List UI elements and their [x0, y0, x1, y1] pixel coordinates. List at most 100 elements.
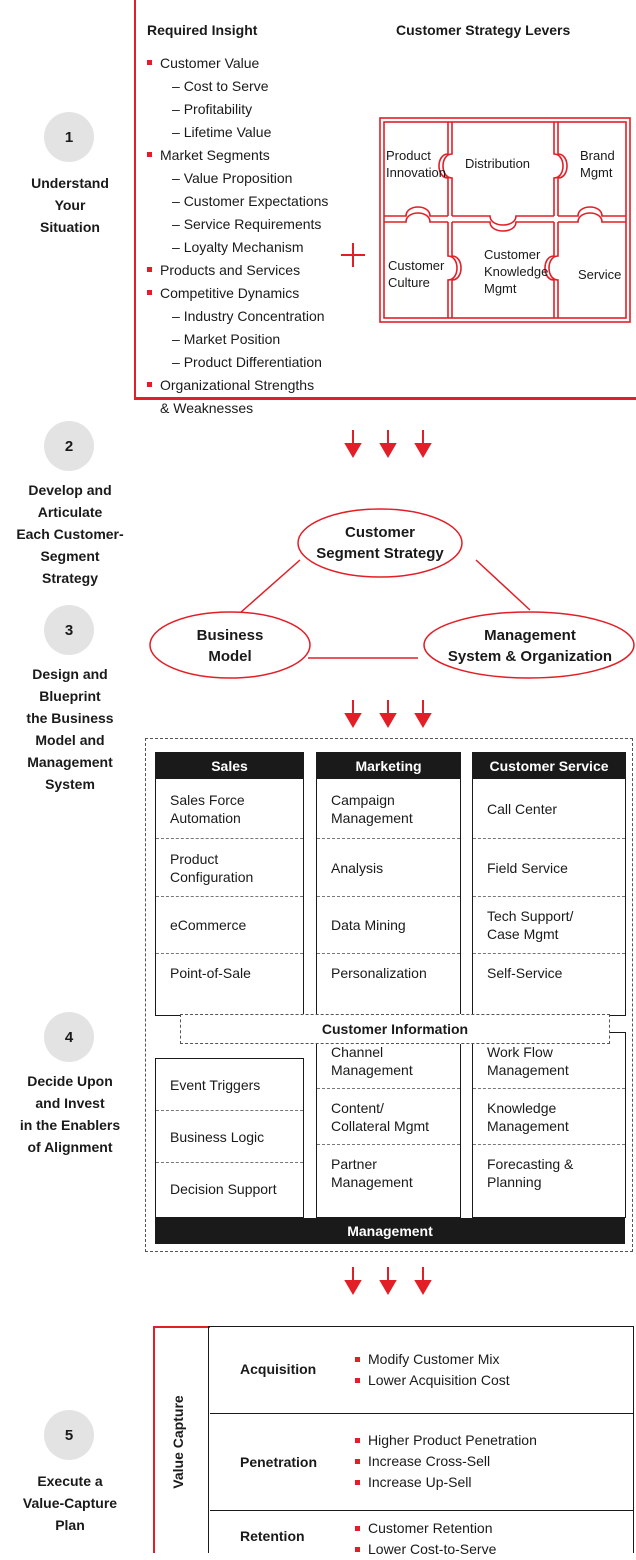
- down-arrow-head: [379, 713, 397, 728]
- puzzle-divider: [452, 221, 554, 232]
- lever-product-innovation: Product Innovation: [386, 147, 446, 181]
- arrows-group-3: [344, 1267, 432, 1295]
- vc-row-name: Penetration: [240, 1454, 318, 1470]
- step-3-label: Design and Blueprint the Business Model …: [0, 663, 140, 795]
- business-model-label: Business Model: [165, 625, 295, 667]
- oval-text: Business: [196, 627, 264, 644]
- vc-row-retention: Retention Customer Retention Lower Cost-…: [210, 1510, 634, 1557]
- connector-line: [475, 559, 531, 611]
- management-system-oval: [423, 611, 635, 679]
- step-1-label-line: Understand: [31, 175, 109, 191]
- levers-puzzle: [379, 117, 631, 323]
- cell-text: Management: [331, 1061, 413, 1078]
- insight-subitem: Profitability: [146, 98, 376, 121]
- puzzle-divider: [548, 222, 559, 318]
- vc-item: Customer Retention: [354, 1518, 496, 1539]
- business-model-oval: [149, 611, 311, 679]
- cell-text: Tech Support/: [487, 908, 574, 924]
- step-4-circle: 4: [44, 1012, 94, 1062]
- step-1-label-line: Your: [54, 197, 86, 213]
- lever-service: Service: [578, 266, 621, 283]
- step-3-label-line: Model and: [35, 732, 105, 748]
- insight-subitem: Lifetime Value: [146, 121, 376, 144]
- step-2-label-line: Strategy: [41, 570, 99, 586]
- puzzle-divider: [558, 206, 626, 217]
- insight-item: Customer Value: [146, 52, 376, 75]
- cell-text: Management: [487, 1117, 569, 1134]
- cell-text: Analysis: [331, 859, 384, 876]
- insight-subitem: Customer Expectations: [146, 190, 376, 213]
- strategy-levers-heading: Customer Strategy Levers: [396, 22, 571, 38]
- value-capture-frame-left: [153, 1326, 155, 1553]
- step-3-label-line: the Business: [26, 710, 114, 726]
- oval-text: Model: [208, 648, 252, 665]
- cell-text: Campaign: [331, 791, 395, 808]
- vc-item: Lower Acquisition Cost: [354, 1370, 510, 1391]
- cell-text: Automation: [170, 809, 241, 826]
- puzzle-divider: [544, 222, 555, 318]
- step-1-circle: 1: [44, 112, 94, 162]
- strategy-triangle: [149, 508, 635, 679]
- marketing-header: Marketing: [317, 753, 460, 779]
- step-4-label-line: in the Enablers: [19, 1117, 121, 1133]
- step-2-label-line: Each Customer-: [16, 526, 124, 542]
- value-capture-frame-top: [153, 1326, 210, 1328]
- cell-text: Knowledge: [487, 1099, 557, 1116]
- lever-text: Culture: [388, 275, 430, 290]
- vc-item: Increase Up-Sell: [354, 1472, 537, 1493]
- sales-lower-column: Event Triggers Business Logic Decision S…: [155, 1058, 304, 1218]
- step-3-label-line: System: [45, 776, 95, 792]
- lever-text: Brand: [580, 148, 615, 163]
- puzzle-divider: [384, 206, 448, 217]
- customer-service-cell: Forecasting &Planning: [473, 1145, 625, 1201]
- sales-header: Sales: [156, 753, 303, 779]
- cell-text: Channel: [331, 1043, 384, 1060]
- cell-text: Sales Force: [170, 791, 245, 808]
- step-3-label-line: Blueprint: [39, 688, 101, 704]
- cell-text: Forecasting &: [487, 1156, 574, 1172]
- vc-item: Modify Customer Mix: [354, 1349, 510, 1370]
- customer-service-cell: Self-Service: [473, 954, 625, 992]
- lever-customer-knowledge: Customer Knowledge Mgmt: [484, 246, 548, 297]
- step-4-label-line: and Invest: [35, 1095, 105, 1111]
- lever-text: Distribution: [465, 156, 531, 171]
- step-2-label-line: Develop and: [28, 482, 112, 498]
- cell-text: eCommerce: [170, 917, 247, 933]
- down-arrow-head: [379, 443, 397, 458]
- insight-item-continuation: & Weaknesses: [160, 400, 254, 416]
- cell-text: Product: [170, 850, 219, 867]
- customer-information-bar: Customer Information: [180, 1014, 610, 1044]
- insight-frame-bottom: [134, 397, 636, 400]
- step-3-circle: 3: [44, 605, 94, 655]
- vc-row-name: Acquisition: [240, 1361, 317, 1377]
- puzzle-divider: [557, 122, 568, 216]
- cell-text: Decision Support: [170, 1181, 277, 1197]
- step-4-number: 4: [64, 1028, 74, 1046]
- customer-service-column: Customer Service Call Center Field Servi…: [472, 752, 626, 1016]
- step-2-number: 2: [64, 437, 74, 455]
- sales-cell: Business Logic: [156, 1111, 303, 1163]
- sales-cell: eCommerce: [156, 897, 303, 954]
- puzzle-inner-border: [383, 121, 627, 319]
- step-5-label-line: Execute a: [37, 1473, 103, 1489]
- arrows-group-2: [344, 700, 432, 728]
- lever-text: Mgmt: [580, 165, 613, 180]
- insight-subitem: Product Differentiation: [146, 351, 376, 374]
- value-capture-divider: [208, 1326, 209, 1553]
- down-arrow-head: [344, 443, 362, 458]
- puzzle-divider: [553, 122, 564, 216]
- step-2-label: Develop and Articulate Each Customer- Se…: [0, 479, 140, 589]
- cell-text: Management: [487, 1061, 569, 1078]
- cell-text: Point-of-Sale: [170, 965, 251, 981]
- down-arrow-head: [414, 1280, 432, 1295]
- step-1-label: Understand Your Situation: [0, 172, 140, 238]
- cell-text: Event Triggers: [170, 1076, 261, 1093]
- oval-text: Segment Strategy: [316, 545, 444, 562]
